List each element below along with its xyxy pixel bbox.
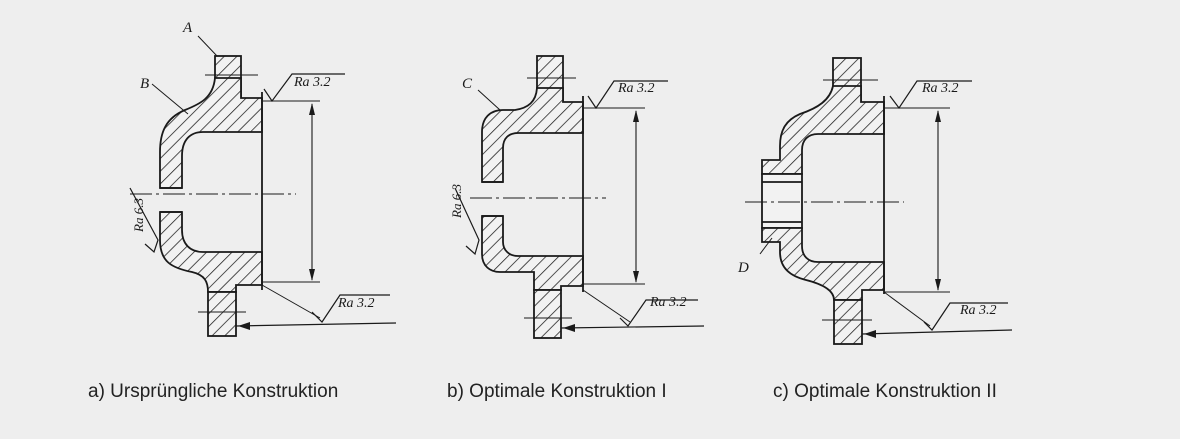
figure-a-roughness-top: Ra 3.2 (293, 75, 331, 90)
figure-a (129, 35, 397, 337)
caption-figure-b: b) Optimale Konstruktion I (447, 381, 667, 402)
figure-b-roughness-bottom: Ra 3.2 (649, 295, 687, 310)
figure-c-upper-body (761, 85, 885, 175)
figure-c (745, 57, 1013, 345)
figure-b-label-c: C (462, 76, 473, 92)
figure-c-lower-body (761, 227, 885, 301)
figure-a-roughness-bottom: Ra 3.2 (337, 296, 375, 311)
figure-a-upper-body (159, 77, 263, 189)
figure-b-roughness-top: Ra 3.2 (617, 81, 655, 96)
figure-b (454, 55, 705, 339)
figure-c-roughness-top: Ra 3.2 (921, 81, 959, 96)
figure-b-roughness-side: Ra 6.3 (449, 184, 464, 219)
figure-b-bottom-neck (533, 289, 562, 339)
figure-c-bottom-neck (833, 299, 863, 345)
caption-figure-a: a) Ursprüngliche Konstruktion (88, 381, 339, 402)
figure-a-roughness-side: Ra 6.3 (131, 198, 146, 233)
figure-a-label-a: A (182, 20, 193, 36)
figure-a-bottom-neck (207, 291, 237, 337)
figure-a-label-b: B (140, 76, 149, 92)
figure-c-label-d: D (737, 260, 749, 276)
figure-c-roughness-bottom: Ra 3.2 (959, 303, 997, 318)
figure-a-lower-body (159, 211, 263, 293)
caption-figure-c: c) Optimale Konstruktion II (773, 381, 997, 402)
figure-b-lower-body (481, 215, 584, 291)
figure-b-upper-body (481, 87, 584, 183)
